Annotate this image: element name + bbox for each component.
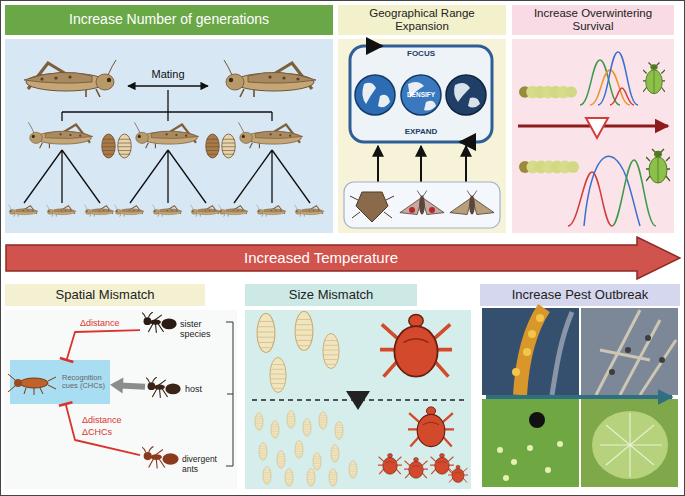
figure-label: Mating [140,68,196,80]
node-text: host [185,384,218,394]
panel-body [480,310,680,489]
arrow-body [6,237,680,279]
arrow-text-box: Increased Temperature [5,236,637,280]
ant-node: sister species [140,308,220,350]
panel: Increase Pest Outbreak [480,284,680,489]
ant-node: divergent ants [140,444,224,486]
node-text: Increased Temperature [244,250,398,267]
edge-label: Δdistance [80,318,120,328]
panel-header: Increase Pest Outbreak [480,284,680,306]
node-text: divergent ants [182,455,222,474]
panel: Geographical Range Expansion [338,5,506,233]
edge-label: Δdistance [82,415,122,425]
figure-label: FOCUS [396,50,446,59]
node-text: Spatial Mismatch [56,288,155,303]
node-text: Size Mismatch [289,288,374,303]
panel-header: Geographical Range Expansion [338,5,506,35]
node-text: Increase Overwintering Survival [516,7,670,33]
node-text: Recognition cues (CHCs) [62,374,108,391]
panel-body [245,310,471,489]
panel: Spatial MismatchRecognition cues (CHCs) s… [5,284,237,489]
node-text: Increase Pest Outbreak [512,288,649,303]
panel: Size Mismatch [245,284,471,489]
panel-header: Size Mismatch [245,284,417,306]
panel: Increase Number of generations [5,5,333,233]
panel: Increase Overwintering Survival [512,5,674,233]
figure-label: ΔCHCs [82,427,132,437]
panel-header: Increase Number of generations [5,5,333,35]
panel-header: Increase Overwintering Survival [512,5,674,35]
figure-label: DENSIFY [401,91,441,98]
temperature-arrow: Increased Temperature [5,236,681,280]
panel-body [512,39,674,233]
node-text: Geographical Range Expansion [342,7,502,33]
cue-box: Recognition cues (CHCs) [10,360,110,404]
panel-header: Spatial Mismatch [5,284,205,306]
ant-node: host [145,372,220,406]
figure-label: EXPAND [396,128,446,137]
node-text: sister species [180,319,218,339]
node-text: Increase Number of generations [69,12,269,28]
